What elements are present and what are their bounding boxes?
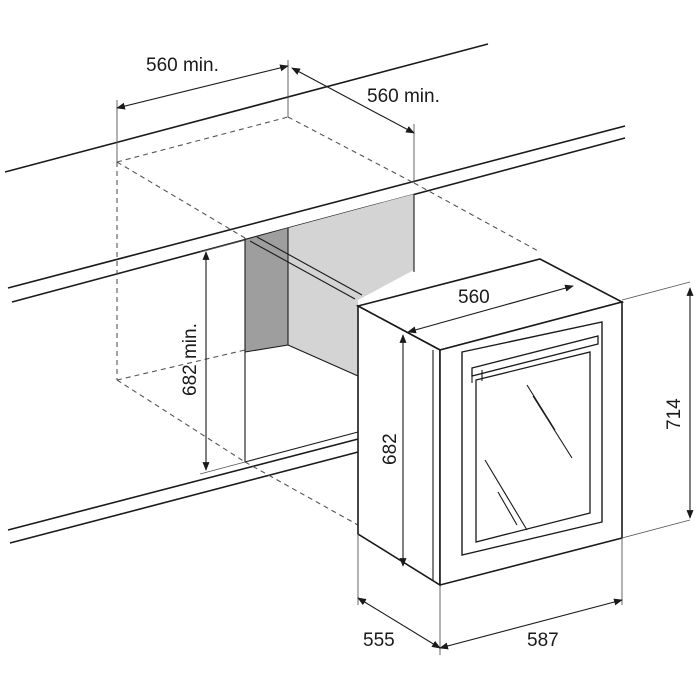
niche — [244, 194, 415, 463]
niche-back-wall — [288, 194, 414, 376]
unit-width-label: 560 — [458, 287, 490, 308]
niche-width-arrow — [116, 64, 289, 110]
niche-outline-dashed — [116, 116, 541, 526]
unit-depth-total-label: 587 — [527, 630, 559, 651]
glass-window — [475, 351, 591, 543]
unit-width-arrow — [407, 284, 574, 334]
niche-side-wall — [245, 228, 288, 352]
niche-width-label: 560 min. — [146, 55, 219, 76]
niche-depth-label: 560 min. — [367, 86, 440, 107]
wine-cooler — [355, 258, 625, 587]
floor-lines — [7, 437, 363, 544]
niche-depth-arrow — [291, 67, 415, 134]
unit-body-height-label: 682 — [380, 433, 401, 465]
unit-total-height-label: 714 — [664, 398, 685, 430]
dimension-arrows — [116, 64, 694, 650]
unit-depth-total-arrow — [439, 598, 623, 650]
unit-depth-body-arrow — [357, 597, 441, 649]
niche-height-label: 682 min. — [180, 323, 201, 396]
dimension-labels: 560 min. 560 min. 682 min. 560 682 714 5… — [146, 55, 685, 651]
unit-depth-body-label: 555 — [363, 630, 395, 651]
